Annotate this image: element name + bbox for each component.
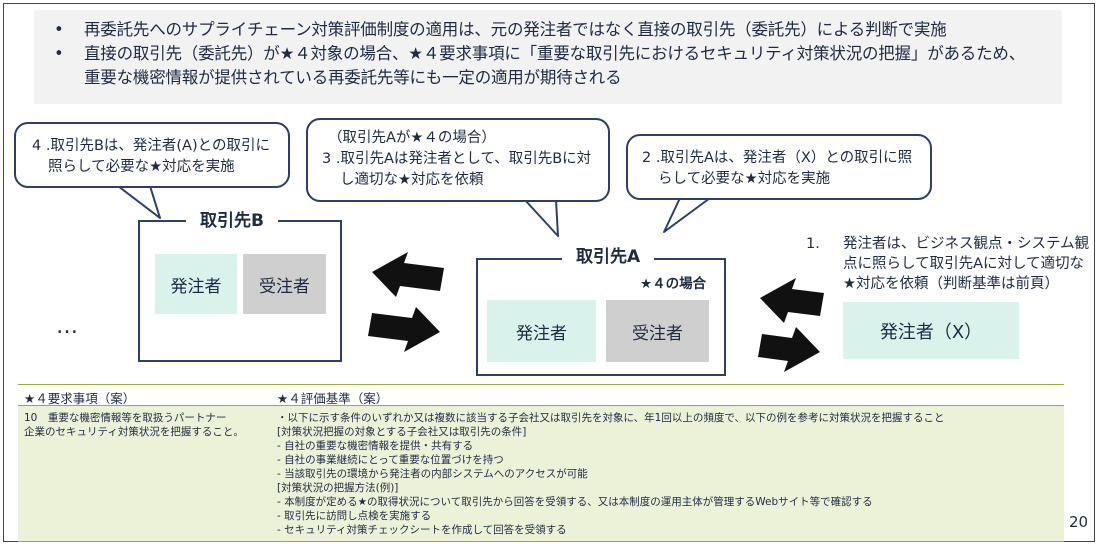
requirement-line: 企業のセキュリティ対策状況を把握すること。	[24, 426, 244, 438]
criteria-line: - 自社の事業継続にとって重要な位置づけを持つ	[277, 454, 504, 466]
step1-line: ★対応を依頼（判断基準は前頁）	[843, 276, 1059, 292]
column-header-requirement: ★４要求事項（案）	[24, 391, 136, 406]
partner-a-supplier: 受注者	[606, 300, 709, 362]
bullet-marker: •	[54, 44, 64, 63]
callout-line: 3 .取引先Aは発注者として、取引先Bに対	[322, 151, 592, 167]
step1-line: 発注者は、ビジネス観点・システム観	[843, 236, 1090, 252]
criteria-line: [対策状況把握の対象とする子会社又は取引先の条件]	[277, 426, 527, 438]
callout-line: らして必要な★対応を実施	[658, 171, 831, 187]
step1-line: 点に照らして取引先Aに対して適切な	[843, 256, 1085, 272]
arrow-right-icon	[758, 327, 820, 372]
partner-b-orderer: 発注者	[155, 254, 237, 314]
banner-bullet-1: • 再委託先へのサプライチェーン対策評価制度の適用は、元の発注者ではなく直接の取…	[52, 18, 1048, 42]
criteria-cell: ・以下に示す条件のいずれか又は複数に該当する子会社又は取引先を対象に、年1回以上…	[277, 411, 1057, 537]
callout-step2: 2 .取引先Aは、発注者（X）との取引に照 らして必要な★対応を実施	[626, 134, 932, 200]
bullet-marker: •	[54, 20, 64, 39]
requirement-cell: 10 重要な機密情報等を取扱うパートナー 企業のセキュリティ対策状況を把握するこ…	[24, 411, 269, 439]
entity-partner-a-title: 取引先A	[562, 242, 655, 267]
entity-partner-b-title: 取引先B	[186, 206, 278, 231]
table-row: 10 重要な機密情報等を取扱うパートナー 企業のセキュリティ対策状況を把握するこ…	[18, 406, 1064, 542]
step1-number: 1.	[806, 236, 820, 252]
criteria-line: - セキュリティ対策チェックシートを作成して回答を受領する	[277, 524, 567, 536]
entity-orderer-x: 発注者（X）	[843, 302, 1019, 359]
column-header-criteria: ★４評価基準（案）	[277, 391, 389, 406]
bullet-text: 再委託先へのサプライチェーン対策評価制度の適用は、元の発注者ではなく直接の取引先…	[84, 20, 947, 39]
criteria-line: - 本制度が定める★の取得状況について取引先から回答を受領する、又は本制度の運用…	[277, 496, 873, 508]
partner-a-orderer: 発注者	[487, 300, 596, 362]
bullet-text-cont: 重要な機密情報が提供されている再委託先等にも一定の適用が期待される	[84, 68, 622, 87]
callout-line: 4 .取引先Bは、発注者(A)との取引に	[32, 138, 270, 154]
arrow-right-icon	[368, 307, 440, 352]
step1-text: 1. 発注者は、ビジネス観点・システム観 点に照らして取引先Aに対して適切な ★…	[806, 234, 1090, 294]
callout-line: 照らして必要な★対応を実施	[48, 159, 235, 175]
callout-line: し適切な★対応を依頼	[340, 172, 484, 188]
more-ellipsis: …	[56, 314, 80, 339]
criteria-line: [対策状況の把握方法(例)]	[277, 482, 399, 494]
criteria-line: ・以下に示す条件のいずれか又は複数に該当する子会社又は取引先を対象に、年1回以上…	[277, 412, 945, 424]
callout-line: （取引先Aが★４の場合）	[328, 130, 496, 146]
requirement-line: 10 重要な機密情報等を取扱うパートナー	[24, 412, 227, 424]
arrow-left-icon	[760, 278, 824, 323]
criteria-line: - 取引先に訪問し点検を実施する	[277, 510, 432, 522]
callout-step3: （取引先Aが★４の場合） 3 .取引先Aは発注者として、取引先Bに対 し適切な★…	[306, 118, 610, 202]
banner-bullet-2: • 直接の取引先（委託先）が★４対象の場合、★４要求事項に「重要な取引先における…	[52, 42, 1048, 90]
callout-line: 2 .取引先Aは、発注者（X）との取引に照	[642, 150, 913, 166]
partner-b-supplier: 受注者	[243, 254, 326, 314]
table-header: ★４要求事項（案） ★４評価基準（案）	[18, 384, 1064, 406]
partner-a-star4-note: ★４の場合	[640, 276, 707, 292]
callout-step4: 4 .取引先Bは、発注者(A)との取引に 照らして必要な★対応を実施	[14, 122, 290, 188]
page-number: 20	[1069, 513, 1089, 531]
bullet-text: 直接の取引先（委託先）が★４対象の場合、★４要求事項に「重要な取引先におけるセキ…	[84, 44, 1025, 63]
summary-banner: • 再委託先へのサプライチェーン対策評価制度の適用は、元の発注者ではなく直接の取…	[34, 10, 1062, 104]
criteria-line: - 当該取引先の環境から発注者の内部システムへのアクセスが可能	[277, 468, 588, 480]
criteria-line: - 自社の重要な機密情報を提供・共有する	[277, 440, 474, 452]
arrow-left-icon	[372, 252, 444, 297]
